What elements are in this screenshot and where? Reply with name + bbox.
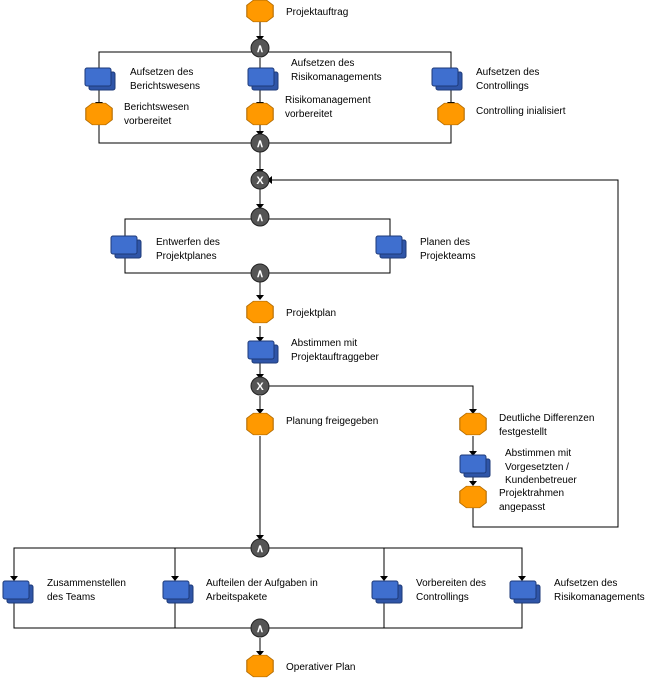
function-zusammenstellen-teams: Zusammenstellen des Teams: [2, 578, 126, 604]
event-controlling: Controlling inialisiert: [437, 102, 566, 126]
event-label: Projektauftrag: [286, 7, 348, 18]
operator-symbol: ∧: [256, 138, 264, 150]
event-projektrahmen: Projektrahmen angepasst: [459, 485, 564, 513]
function-label: Aufsetzen des: [476, 67, 539, 78]
function-label: Entwerfen des: [156, 237, 220, 248]
function-label: Projekteams: [420, 251, 476, 262]
function-risikomanagement: Aufsetzen des Risikomanagements: [247, 58, 382, 91]
and-operator: ∧: [250, 133, 270, 153]
function-vorbereiten-controlling: Vorbereiten des Controllings: [371, 578, 486, 604]
function-label: Aufsetzen des: [130, 67, 193, 78]
event-label: Controlling inialisiert: [476, 106, 566, 117]
function-label: Arbeitspakete: [206, 592, 268, 603]
and-operator: ∧: [250, 618, 270, 638]
event-label: angepasst: [499, 502, 545, 513]
event-label: Projektrahmen: [499, 488, 564, 499]
function-label: Projektauftraggeber: [291, 352, 380, 363]
function-label: Berichtswesens: [130, 81, 200, 92]
operator-symbol: ∧: [256, 43, 264, 55]
function-label: des Teams: [47, 592, 95, 603]
function-label: Vorbereiten des: [416, 578, 486, 589]
event-label: vorbereitet: [285, 109, 332, 120]
function-projektteams: Planen des Projekteams: [375, 235, 476, 262]
and-operator: ∧: [250, 263, 270, 283]
event-projektauftrag: Projektauftrag: [246, 0, 348, 23]
function-abstimmen-projektauftraggeber: Abstimmen mit Projektauftraggeber: [247, 338, 380, 364]
function-label: Controllings: [416, 592, 469, 603]
event-differenzen: Deutliche Differenzen festgestellt: [459, 412, 594, 438]
function-label: Controllings: [476, 81, 529, 92]
event-label: Berichtswesen: [124, 102, 189, 113]
and-operator: ∧: [250, 538, 270, 558]
event-risikomanagement: Risikomanagement vorbereitet: [246, 95, 371, 126]
function-projektplanes: Entwerfen des Projektplanes: [110, 235, 220, 262]
event-label: Operativer Plan: [286, 662, 355, 673]
operator-symbol: X: [256, 175, 264, 187]
function-label: Aufteilen der Aufgaben in: [206, 578, 318, 589]
function-label: Risikomanagements: [291, 72, 382, 83]
xor-operator: X: [250, 170, 270, 190]
function-aufteilen-aufgaben: Aufteilen der Aufgaben in Arbeitspakete: [162, 578, 318, 604]
function-label: Risikomanagements: [554, 592, 645, 603]
function-label: Aufsetzen des: [291, 58, 354, 69]
function-controlling: Aufsetzen des Controllings: [431, 67, 539, 92]
operator-symbol: ∧: [256, 543, 264, 555]
xor-operator: X: [250, 376, 270, 396]
event-berichtswesen: Berichtswesen vorbereitet: [85, 102, 189, 127]
event-label: Planung freigegeben: [286, 416, 378, 427]
function-label: Kundenbetreuer: [505, 475, 577, 486]
function-label: Aufsetzen des: [554, 578, 617, 589]
event-projektplan: Projektplan: [246, 300, 336, 324]
event-label: festgestellt: [499, 427, 547, 438]
function-abstimmen-vorgesetzte: Abstimmen mit Vorgesetzten / Kundenbetre…: [459, 448, 577, 486]
event-label: Risikomanagement: [285, 95, 371, 106]
function-label: Abstimmen mit: [505, 448, 571, 459]
event-operativer-plan: Operativer Plan: [246, 654, 355, 678]
event-label: vorbereitet: [124, 116, 171, 127]
operator-symbol: ∧: [256, 212, 264, 224]
and-operator: ∧: [250, 38, 270, 58]
function-aufsetzen-risikomanagement: Aufsetzen des Risikomanagements: [509, 578, 645, 604]
function-label: Vorgesetzten /: [505, 462, 569, 473]
event-label: Projektplan: [286, 308, 336, 319]
event-planung-freigegeben: Planung freigegeben: [246, 412, 378, 436]
function-label: Abstimmen mit: [291, 338, 357, 349]
function-label: Zusammenstellen: [47, 578, 126, 589]
function-label: Planen des: [420, 237, 470, 248]
function-berichtswesen: Aufsetzen des Berichtswesens: [84, 67, 200, 92]
operator-symbol: X: [256, 381, 264, 393]
function-label: Projektplanes: [156, 251, 217, 262]
and-operator: ∧: [250, 207, 270, 227]
operator-symbol: ∧: [256, 623, 264, 635]
operator-symbol: ∧: [256, 268, 264, 280]
event-label: Deutliche Differenzen: [499, 413, 594, 424]
